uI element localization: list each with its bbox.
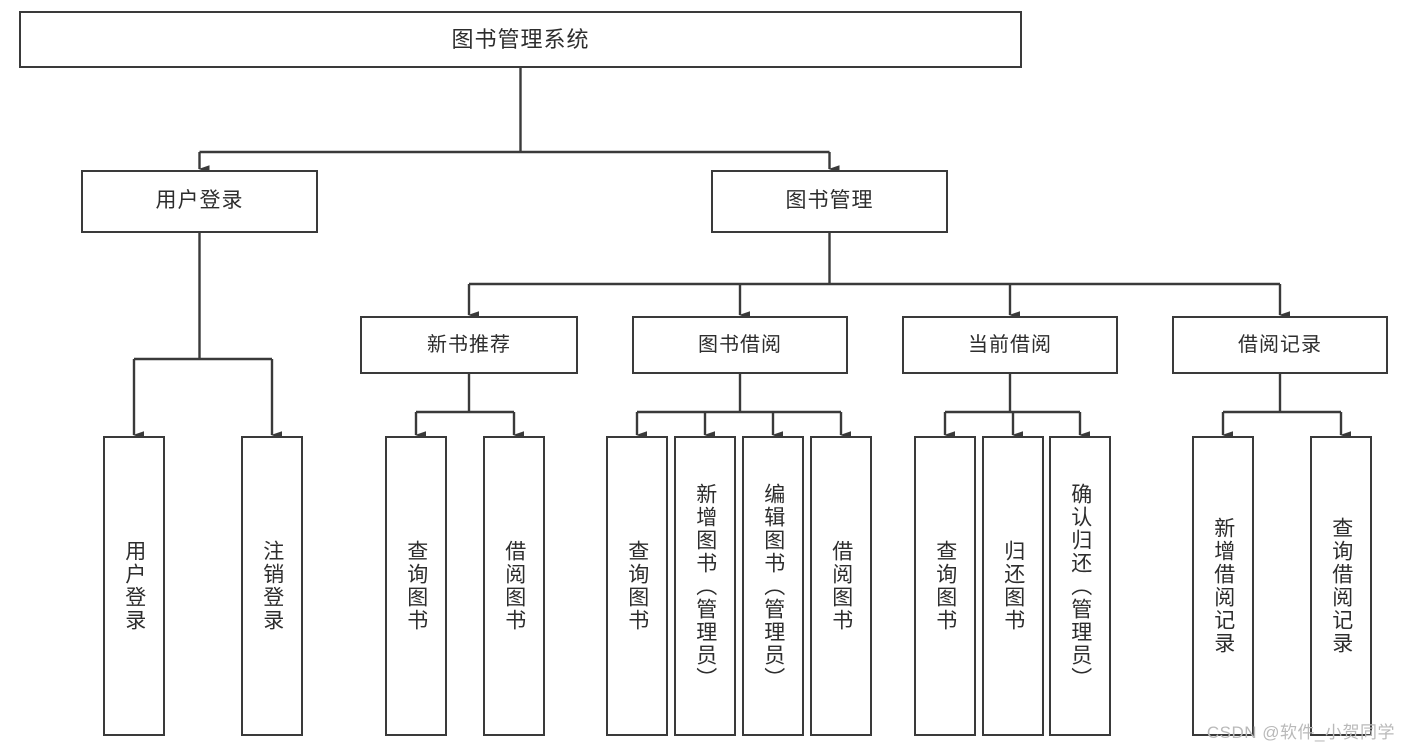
node-label-leaf-add-record: 新增借阅记录: [1211, 517, 1235, 655]
node-label-leaf-query-record: 查询借阅记录: [1329, 517, 1353, 655]
node-leaf-logout[interactable]: 注销登录: [241, 436, 303, 736]
node-label-leaf-query-book-2: 查询图书: [625, 540, 649, 632]
node-leaf-query-record[interactable]: 查询借阅记录: [1310, 436, 1372, 736]
node-label-leaf-query-book-1: 查询图书: [404, 540, 428, 632]
node-label-new-book-rec: 新书推荐: [427, 333, 511, 356]
node-label-current-borrow: 当前借阅: [968, 333, 1052, 356]
node-leaf-query-book-1[interactable]: 查询图书: [385, 436, 447, 736]
node-leaf-add-book[interactable]: 新增图书（管理员）: [674, 436, 736, 736]
node-leaf-query-book-3[interactable]: 查询图书: [914, 436, 976, 736]
node-label-user-login: 用户登录: [155, 189, 244, 213]
node-label-leaf-borrow-book-1: 借阅图书: [502, 540, 526, 632]
node-label-leaf-query-book-3: 查询图书: [933, 540, 957, 632]
node-leaf-add-record[interactable]: 新增借阅记录: [1192, 436, 1254, 736]
node-label-leaf-logout: 注销登录: [260, 540, 284, 632]
node-label-borrow-record: 借阅记录: [1238, 333, 1322, 356]
node-book-borrow[interactable]: 图书借阅: [632, 316, 848, 374]
node-label-book-manage: 图书管理: [785, 189, 874, 213]
node-borrow-record[interactable]: 借阅记录: [1172, 316, 1388, 374]
watermark-csdn: CSDN @软件_小贺同学: [1206, 723, 1395, 742]
node-leaf-user-login[interactable]: 用户登录: [103, 436, 165, 736]
node-current-borrow[interactable]: 当前借阅: [902, 316, 1118, 374]
node-label-leaf-edit-book: 编辑图书（管理员）: [761, 482, 785, 690]
node-label-root: 图书管理系统: [451, 26, 590, 52]
edge-group: [132, 68, 1351, 439]
node-leaf-borrow-book-2[interactable]: 借阅图书: [810, 436, 872, 736]
node-leaf-edit-book[interactable]: 编辑图书（管理员）: [742, 436, 804, 736]
node-label-leaf-confirm-return: 确认归还（管理员）: [1068, 482, 1092, 690]
node-leaf-confirm-return[interactable]: 确认归还（管理员）: [1049, 436, 1111, 736]
node-root[interactable]: 图书管理系统: [19, 11, 1022, 68]
node-label-leaf-add-book: 新增图书（管理员）: [693, 482, 717, 690]
node-new-book-rec[interactable]: 新书推荐: [360, 316, 578, 374]
node-label-leaf-user-login: 用户登录: [122, 540, 146, 632]
node-label-leaf-borrow-book-2: 借阅图书: [829, 540, 853, 632]
node-label-leaf-return-book: 归还图书: [1001, 540, 1025, 632]
node-user-login[interactable]: 用户登录: [81, 170, 318, 233]
node-leaf-return-book[interactable]: 归还图书: [982, 436, 1044, 736]
node-leaf-borrow-book-1[interactable]: 借阅图书: [483, 436, 545, 736]
node-label-book-borrow: 图书借阅: [698, 333, 782, 356]
node-book-manage[interactable]: 图书管理: [711, 170, 948, 233]
node-leaf-query-book-2[interactable]: 查询图书: [606, 436, 668, 736]
